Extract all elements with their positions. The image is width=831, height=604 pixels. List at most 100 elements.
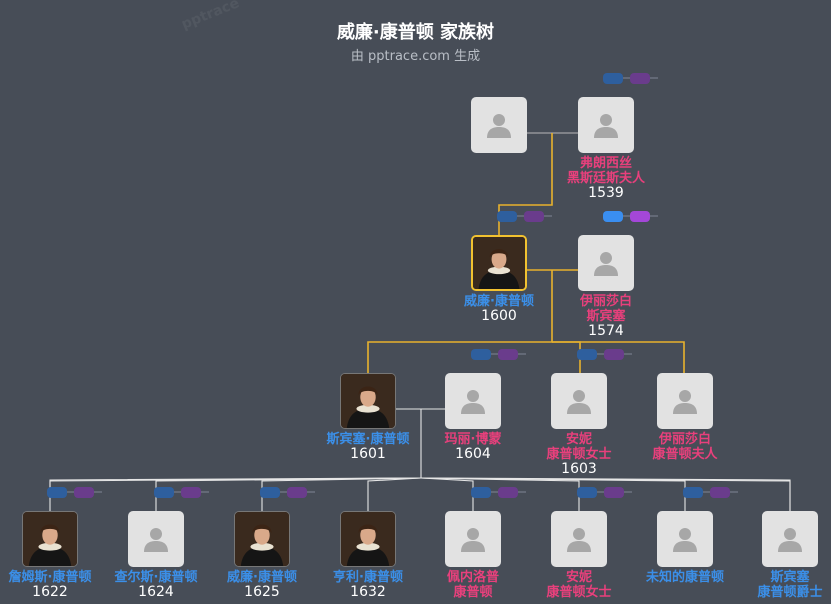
page-title: 威廉·康普顿 家族树: [336, 22, 495, 43]
expand-female-button[interactable]: [630, 73, 650, 84]
portrait-image: [473, 237, 525, 289]
person-name[interactable]: 威廉·康普顿: [227, 570, 297, 585]
person-card-g3[interactable]: [234, 511, 290, 567]
person-card-c1w[interactable]: [445, 373, 501, 429]
person-name[interactable]: 黑斯廷斯夫人: [566, 171, 645, 186]
person-name[interactable]: 佩内洛普: [446, 570, 499, 585]
expand-female-button[interactable]: [604, 349, 624, 360]
expand-male-button[interactable]: [154, 487, 174, 498]
person-placeholder-icon: [487, 114, 511, 138]
person-card-c2[interactable]: [551, 373, 607, 429]
person-card-g8[interactable]: [762, 511, 818, 567]
expand-female-button[interactable]: [181, 487, 201, 498]
person-name[interactable]: 弗朗西丝: [579, 156, 632, 171]
person-birth-year: 1601: [350, 446, 386, 462]
person-card-g4[interactable]: [340, 511, 396, 567]
person-name[interactable]: 康普顿: [453, 585, 493, 600]
person-birth-year: 1604: [455, 446, 491, 462]
person-card-g5[interactable]: [445, 511, 501, 567]
person-placeholder-icon: [144, 528, 168, 552]
person-card-g6[interactable]: [551, 511, 607, 567]
person-name[interactable]: 威廉·康普顿: [464, 294, 534, 309]
person-placeholder-icon: [567, 528, 591, 552]
person-card-g1[interactable]: [22, 511, 78, 567]
expand-male-button[interactable]: [47, 487, 67, 498]
expand-male-button[interactable]: [577, 487, 597, 498]
expand-female-button[interactable]: [604, 487, 624, 498]
person-name[interactable]: 伊丽莎白: [658, 432, 711, 447]
person-name[interactable]: 康普顿爵士: [757, 585, 823, 600]
expand-male-button[interactable]: [471, 487, 491, 498]
expand-male-button[interactable]: [497, 211, 517, 222]
expand-male-button[interactable]: [603, 211, 623, 222]
person-name[interactable]: 康普顿夫人: [652, 447, 718, 462]
person-placeholder-icon: [594, 114, 618, 138]
person-birth-year: 1625: [244, 584, 280, 600]
person-placeholder-icon: [778, 528, 802, 552]
person-card-wife[interactable]: [578, 235, 634, 291]
expand-female-button[interactable]: [524, 211, 544, 222]
page-subtitle: 由 pptrace.com 生成: [350, 49, 481, 64]
person-name[interactable]: 查尔斯·康普顿: [114, 570, 198, 585]
expand-male-button[interactable]: [471, 349, 491, 360]
expand-male-button[interactable]: [260, 487, 280, 498]
person-name[interactable]: 未知的康普顿: [645, 570, 724, 585]
person-birth-year: 1539: [588, 185, 624, 201]
portrait-image: [341, 512, 395, 566]
person-label-g8: 斯宾塞康普顿爵士: [730, 570, 831, 600]
person-name[interactable]: 安妮: [565, 570, 592, 585]
person-card-self[interactable]: [471, 235, 527, 291]
person-name[interactable]: 斯宾塞: [586, 309, 626, 324]
expand-male-button[interactable]: [683, 487, 703, 498]
person-card-gf1[interactable]: [471, 97, 527, 153]
expand-female-button[interactable]: [710, 487, 730, 498]
person-label-g7: 未知的康普顿: [625, 570, 745, 585]
person-name[interactable]: 安妮: [565, 432, 592, 447]
person-name[interactable]: 詹姆斯·康普顿: [8, 570, 92, 585]
person-birth-year: 1603: [561, 461, 597, 477]
person-birth-year: 1622: [32, 584, 68, 600]
person-name[interactable]: 亨利·康普顿: [333, 570, 403, 585]
person-card-c3[interactable]: [657, 373, 713, 429]
person-name[interactable]: 玛丽·博蒙: [444, 432, 502, 447]
person-card-g7[interactable]: [657, 511, 713, 567]
child-line: [420, 477, 686, 511]
child-line: [155, 477, 422, 511]
person-placeholder-icon: [567, 390, 591, 414]
expand-female-button[interactable]: [498, 487, 518, 498]
person-card-gm1[interactable]: [578, 97, 634, 153]
person-name[interactable]: 斯宾塞: [770, 570, 810, 585]
descent-line: [552, 341, 581, 373]
person-placeholder-icon: [673, 528, 697, 552]
descent-line: [367, 270, 553, 373]
person-card-c1[interactable]: [340, 373, 396, 429]
person-label-g5: 佩内洛普康普顿: [413, 570, 533, 600]
person-label-c3: 伊丽莎白康普顿夫人: [625, 432, 745, 462]
person-label-g6: 安妮康普顿女士: [519, 570, 639, 600]
expand-female-button[interactable]: [630, 211, 650, 222]
person-name[interactable]: 康普顿女士: [546, 585, 612, 600]
person-placeholder-icon: [461, 528, 485, 552]
expand-male-button[interactable]: [577, 349, 597, 360]
person-name[interactable]: 斯宾塞·康普顿: [326, 432, 410, 447]
expand-male-button[interactable]: [603, 73, 623, 84]
expand-female-button[interactable]: [74, 487, 94, 498]
person-name[interactable]: 康普顿女士: [546, 447, 612, 462]
person-name[interactable]: 伊丽莎白: [579, 294, 632, 309]
expand-female-button[interactable]: [498, 349, 518, 360]
portrait-image: [341, 374, 395, 428]
expand-female-button[interactable]: [287, 487, 307, 498]
person-card-g2[interactable]: [128, 511, 184, 567]
